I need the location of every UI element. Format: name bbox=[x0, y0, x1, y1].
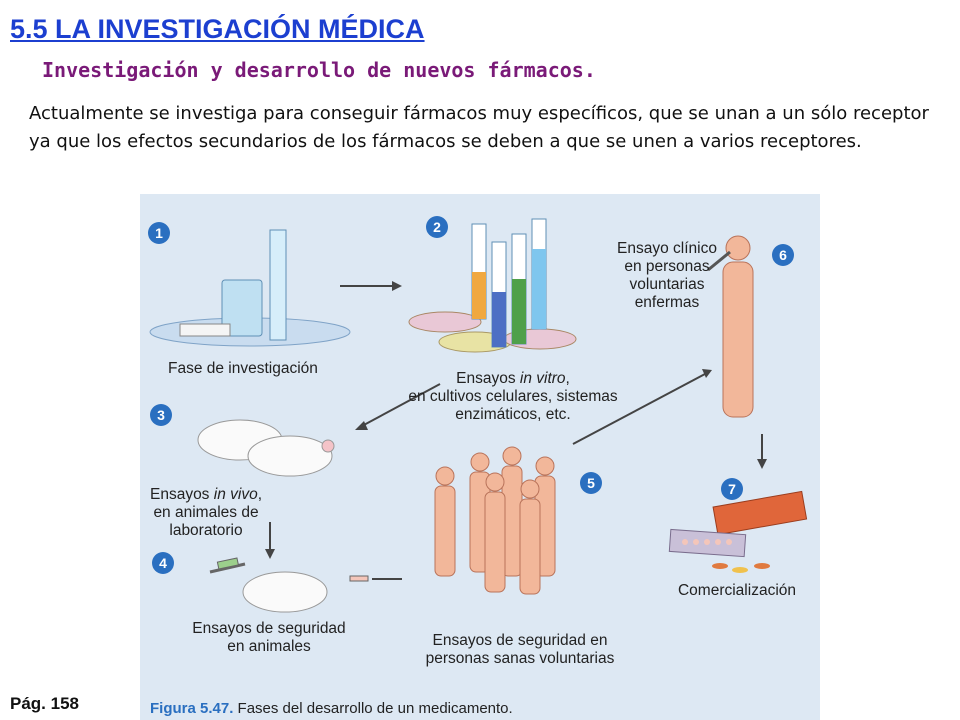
step-5-badge: 5 bbox=[580, 472, 602, 494]
arrow-4-5 bbox=[349, 575, 402, 582]
people-group-icon bbox=[434, 446, 556, 595]
step-7-label: Comercialización bbox=[677, 582, 796, 599]
step-5-label: Ensayos de seguridad en personas sanas v… bbox=[425, 632, 615, 667]
test-tubes-icon bbox=[408, 218, 577, 353]
figure-illustration bbox=[149, 218, 808, 613]
arrow-1-2 bbox=[340, 281, 402, 291]
mice-icon bbox=[197, 419, 335, 477]
drug-development-figure: 1 2 3 4 5 6 7 Fase de investigación Ensa… bbox=[140, 194, 820, 720]
lab-glassware-icon bbox=[149, 229, 351, 347]
arrow-6-7 bbox=[757, 434, 767, 469]
step-3-badge: 3 bbox=[150, 404, 172, 426]
figure-caption-number: Figura 5.47. bbox=[150, 700, 234, 717]
step-6-badge: 6 bbox=[772, 244, 794, 266]
step-1-label: Fase de investigación bbox=[168, 360, 318, 377]
step-7-badge: 7 bbox=[721, 478, 743, 500]
arrow-3-4 bbox=[265, 522, 275, 559]
page-reference: Pág. 158 bbox=[10, 694, 79, 713]
medicine-box-icon bbox=[668, 490, 808, 573]
step-6-label: Ensayo clínico en personas voluntarias e… bbox=[617, 240, 717, 311]
step-1-badge: 1 bbox=[148, 222, 170, 244]
mouse-syringe-icon bbox=[209, 557, 328, 613]
intro-paragraph: Actualmente se investiga para conseguir … bbox=[29, 103, 929, 152]
step-4-label: Ensayos de seguridad en animales bbox=[192, 620, 346, 655]
figure-caption-text: Fases del desarrollo de un medicamento. bbox=[237, 700, 513, 717]
arrow-2-3 bbox=[355, 383, 441, 430]
step-3-label: Ensayos in vivo, en animales de laborato… bbox=[149, 486, 262, 539]
patient-icon bbox=[707, 235, 754, 418]
step-2-badge: 2 bbox=[426, 216, 448, 238]
step-4-badge: 4 bbox=[152, 552, 174, 574]
arrow-5-6 bbox=[572, 369, 712, 445]
step-3-label-emphasis: in vivo bbox=[213, 486, 258, 503]
page-title: 5.5 LA INVESTIGACIÓN MÉDICA bbox=[10, 14, 425, 44]
step-2-label-emphasis: in vitro bbox=[519, 370, 566, 387]
page-subtitle: Investigación y desarrollo de nuevos fár… bbox=[42, 58, 596, 82]
step-2-label: Ensayos in vitro, en cultivos celulares,… bbox=[408, 370, 618, 423]
figure-caption: Figura 5.47. Fases del desarrollo de un … bbox=[150, 700, 513, 717]
